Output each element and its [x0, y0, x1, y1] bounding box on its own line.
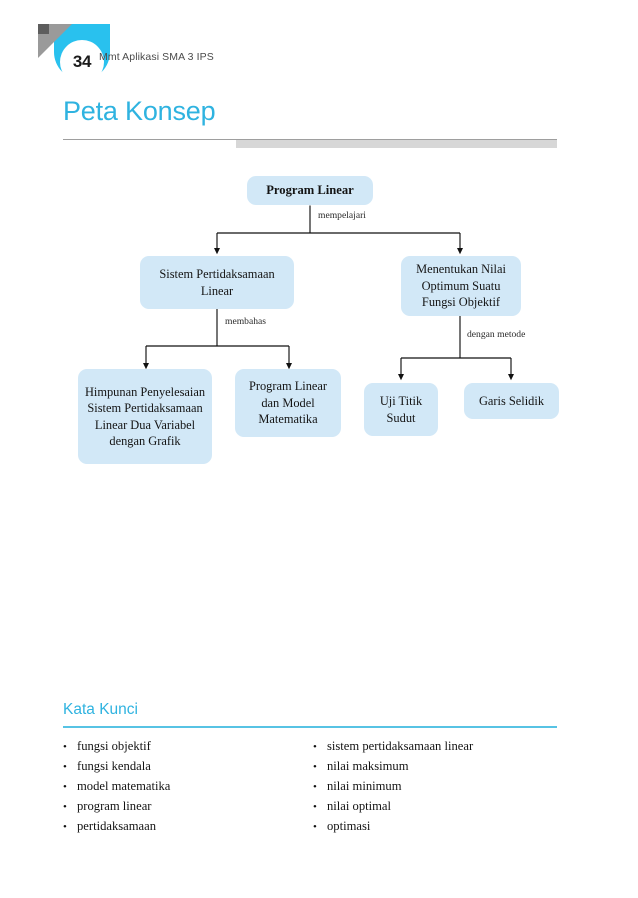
- keyword-label: optimasi: [327, 819, 371, 833]
- running-head: Mmt Aplikasi SMA 3 IPS: [99, 51, 214, 63]
- bullet-icon: •: [63, 801, 67, 813]
- bullet-icon: •: [313, 801, 317, 813]
- keyword-item: • nilai minimum: [313, 778, 563, 795]
- keyword-item: • fungsi objektif: [63, 738, 313, 755]
- node-garis-selidik: Garis Selidik: [464, 383, 559, 419]
- keywords-title: Kata Kunci: [63, 701, 138, 718]
- title-divider: [63, 139, 557, 141]
- concept-map-title: Peta Konsep: [63, 96, 216, 126]
- keyword-label: nilai minimum: [327, 779, 402, 793]
- keyword-label: pertidaksamaan: [77, 819, 157, 833]
- bullet-icon: •: [313, 761, 317, 773]
- bullet-icon: •: [313, 821, 317, 833]
- keyword-item: • model matematika: [63, 778, 313, 795]
- page-number: 34: [72, 52, 92, 71]
- node-program-linear-model-matematika: Program Linear dan Model Matematika: [235, 369, 341, 437]
- node-uji-titik-sudut: Uji Titik Sudut: [364, 383, 438, 436]
- bullet-icon: •: [63, 821, 67, 833]
- keyword-label: model matematika: [77, 779, 171, 793]
- node-menentukan-nilai-optimum: Menentukan Nilai Optimum Suatu Fungsi Ob…: [401, 256, 521, 316]
- bullet-icon: •: [63, 761, 67, 773]
- keyword-item: • nilai optimal: [313, 798, 563, 815]
- keyword-item: • optimasi: [313, 818, 563, 835]
- page-number-badge: 34: [38, 24, 110, 84]
- badge-corner-accent: [38, 24, 49, 34]
- keyword-item: • program linear: [63, 798, 313, 815]
- bullet-icon: •: [313, 741, 317, 753]
- keywords-list: • fungsi objektif • fungsi kendala • mod…: [63, 738, 563, 838]
- keyword-label: sistem pertidaksamaan linear: [327, 739, 474, 753]
- edge-label-dengan-metode: dengan metode: [467, 329, 526, 340]
- keyword-label: nilai optimal: [327, 799, 392, 813]
- edge-label-membahas: membahas: [225, 316, 267, 327]
- keyword-item: • sistem pertidaksamaan linear: [313, 738, 563, 755]
- node-program-linear: Program Linear: [247, 176, 373, 205]
- keyword-label: fungsi objektif: [77, 739, 151, 753]
- keyword-label: fungsi kendala: [77, 759, 151, 773]
- keyword-item: • fungsi kendala: [63, 758, 313, 775]
- keywords-column-right: • sistem pertidaksamaan linear • nilai m…: [313, 738, 563, 838]
- node-himpunan-penyelesaian: Himpunan Penyelesaian Sistem Pertidaksam…: [78, 369, 212, 464]
- bullet-icon: •: [313, 781, 317, 793]
- bullet-icon: •: [63, 741, 67, 753]
- keywords-column-left: • fungsi objektif • fungsi kendala • mod…: [63, 738, 313, 838]
- page-header: 34 Mmt Aplikasi SMA 3 IPS: [0, 0, 638, 90]
- keyword-label: program linear: [77, 799, 152, 813]
- keyword-item: • pertidaksamaan: [63, 818, 313, 835]
- page-number-circle: 34: [60, 40, 104, 84]
- node-sistem-pertidaksamaan-linear: Sistem Pertidaksamaan Linear: [140, 256, 294, 309]
- keyword-item: • nilai maksimum: [313, 758, 563, 775]
- title-divider-shadow: [236, 140, 557, 149]
- bullet-icon: •: [63, 781, 67, 793]
- keywords-divider: [63, 726, 557, 728]
- keyword-label: nilai maksimum: [327, 759, 409, 773]
- edge-label-mempelajari: mempelajari: [318, 210, 366, 221]
